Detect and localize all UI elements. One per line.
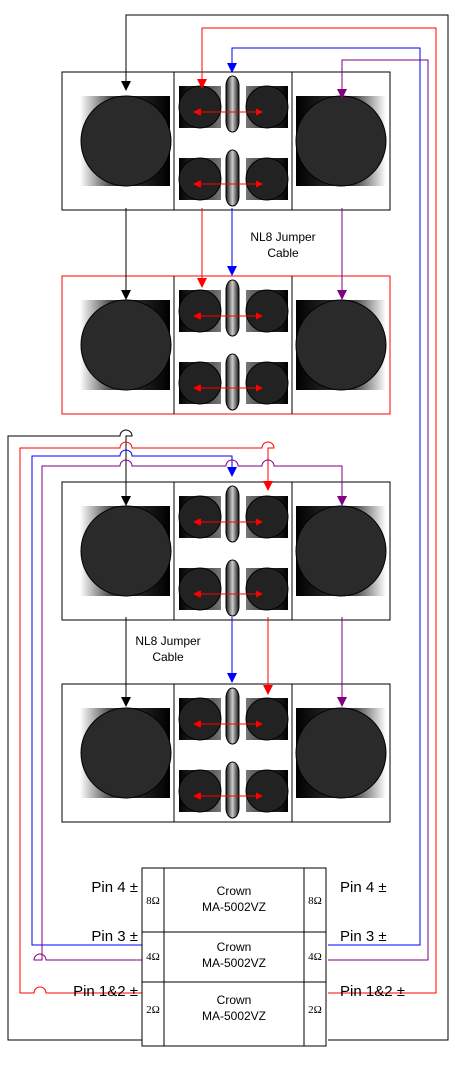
mid-driver-icon (245, 157, 289, 201)
mid-driver-icon (245, 289, 289, 333)
horn-driver-icon (225, 761, 240, 819)
wire-red-bottom (19, 441, 275, 994)
amp-1-pin-right: Pin 4 ± (340, 879, 387, 896)
amp-3-pin-left: Pin 1&2 ± (73, 983, 138, 1000)
jumper-label-1-line2: Cable (267, 246, 299, 260)
woofer-right-icon (295, 707, 387, 799)
amp-2-name-line2: MA-5002VZ (202, 956, 266, 970)
amp-1-pin-left: Pin 4 ± (91, 879, 138, 896)
amp-3-impedance-left: 2Ω (146, 1004, 160, 1016)
amplifier-3: 2Ω 2Ω Crown MA-5002VZ Pin 1&2 ± Pin 1&2 … (73, 981, 405, 1047)
wire-blue-bottom (31, 449, 237, 946)
woofer-left-icon (80, 299, 172, 391)
mid-driver-icon (245, 85, 289, 129)
mid-driver-icon (178, 567, 222, 611)
jumper-label-1: NL8 Jumper Cable (250, 230, 315, 260)
amplifier-stack: 8Ω 8Ω Crown MA-5002VZ Pin 4 ± Pin 4 ± 4Ω… (73, 867, 405, 1047)
mid-driver-icon (245, 567, 289, 611)
amp-2-pin-right: Pin 3 ± (340, 928, 387, 945)
mid-driver-icon (178, 697, 222, 741)
wiring-top-stack (121, 14, 449, 1041)
mid-driver-icon (178, 157, 222, 201)
wire-black-bottom (7, 429, 142, 1041)
jumper-label-2: NL8 Jumper Cable (135, 634, 200, 664)
amp-2-pin-left: Pin 3 ± (91, 928, 138, 945)
horn-driver-icon (225, 75, 240, 133)
amp-3-impedance-right: 2Ω (308, 1004, 322, 1016)
amp-3-name-line2: MA-5002VZ (202, 1009, 266, 1023)
woofer-right-icon (295, 505, 387, 597)
speaker-cabinet-1 (61, 71, 391, 211)
mid-driver-icon (178, 361, 222, 405)
wire-purple-bottom (33, 459, 342, 961)
horn-driver-icon (225, 559, 240, 617)
woofer-left-icon (80, 707, 172, 799)
amp-1-impedance-right: 8Ω (308, 895, 322, 907)
woofer-right-icon (295, 299, 387, 391)
wire-purple-top (328, 59, 429, 961)
speaker-cabinet-2 (61, 275, 391, 415)
wire-blue-top (227, 47, 421, 946)
mid-driver-icon (178, 85, 222, 129)
amp-2-name-line1: Crown (217, 940, 252, 954)
wiring-bottom-stack (7, 429, 342, 1041)
amp-1-impedance-left: 8Ω (146, 895, 160, 907)
horn-driver-icon (225, 353, 240, 411)
horn-driver-icon (225, 687, 240, 745)
mid-driver-icon (245, 495, 289, 539)
jumper-label-1-line1: NL8 Jumper (250, 230, 315, 244)
mid-driver-icon (178, 769, 222, 813)
mid-driver-icon (245, 769, 289, 813)
mid-driver-icon (245, 361, 289, 405)
woofer-left-icon (80, 95, 172, 187)
woofer-right-icon (295, 95, 387, 187)
woofer-left-icon (80, 505, 172, 597)
mid-driver-icon (178, 495, 222, 539)
wire-black-top (121, 14, 449, 1041)
speaker-cabinet-3 (61, 481, 391, 621)
wire-red-top (197, 27, 437, 994)
amp-3-pin-right: Pin 1&2 ± (340, 983, 405, 1000)
amp-3-name-line1: Crown (217, 993, 252, 1007)
amp-2-impedance-left: 4Ω (146, 951, 160, 963)
horn-driver-icon (225, 279, 240, 337)
amp-1-name-line2: MA-5002VZ (202, 900, 266, 914)
speaker-cabinet-4 (61, 683, 391, 823)
amplifier-2: 4Ω 4Ω Crown MA-5002VZ Pin 3 ± Pin 3 ± (91, 928, 387, 983)
horn-driver-icon (225, 149, 240, 207)
amplifier-1: 8Ω 8Ω Crown MA-5002VZ Pin 4 ± Pin 4 ± (91, 867, 387, 933)
jumper-label-2-line2: Cable (152, 650, 184, 664)
jumper-label-2-line1: NL8 Jumper (135, 634, 200, 648)
mid-driver-icon (245, 697, 289, 741)
amp-2-impedance-right: 4Ω (308, 951, 322, 963)
mid-driver-icon (178, 289, 222, 333)
horn-driver-icon (225, 485, 240, 543)
amp-1-name-line1: Crown (217, 884, 252, 898)
